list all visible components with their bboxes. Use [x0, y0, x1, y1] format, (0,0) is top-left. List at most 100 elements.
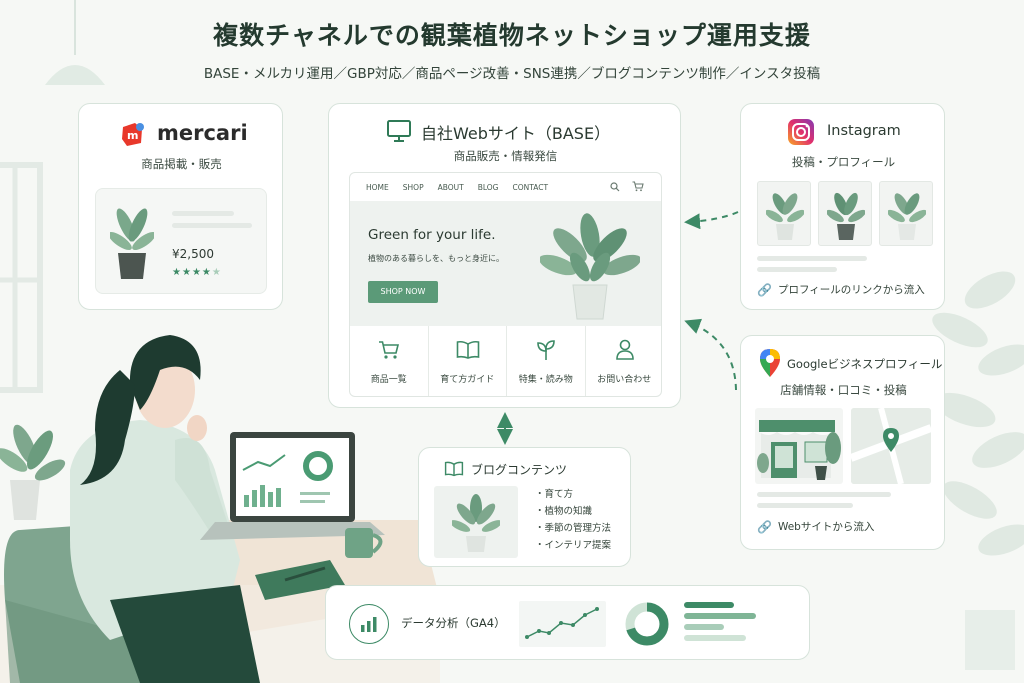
blog-title: ブログコンテンツ: [471, 463, 568, 477]
instagram-link-text: プロフィールのリンクから流入: [777, 284, 925, 296]
feature-contact[interactable]: お問い合わせ: [586, 326, 662, 396]
instagram-title: Instagram: [827, 123, 901, 139]
blog-topic-item[interactable]: ・育て方: [535, 489, 574, 500]
blog-topic-item[interactable]: ・インテリア提案: [535, 540, 612, 551]
analytics-icon-badge: [349, 604, 389, 644]
site-navbar: HOME SHOP ABOUT BLOG CONTACT: [350, 173, 661, 201]
gbp-title: Googleビジネスプロフィール: [787, 357, 943, 371]
feature-products[interactable]: 商品一覧: [350, 326, 429, 396]
instagram-post[interactable]: [818, 181, 872, 246]
website-mockup: HOME SHOP ABOUT BLOG CONTACT Green for y…: [349, 172, 662, 397]
caption-line: [757, 267, 837, 272]
caption-line: [757, 492, 891, 497]
hero-heading: Green for your life.: [368, 227, 496, 243]
storefront-icon: [757, 420, 841, 480]
gbp-link-row: 🔗 Webサイトから流入: [757, 519, 874, 534]
page-subtitle: BASE・メルカリ運用／GBP対応／商品ページ改善・SNS連携／ブログコンテンツ…: [203, 66, 821, 82]
line-chart-icon: [525, 607, 599, 639]
star-icon: ★: [201, 267, 212, 278]
feature-label: 特集・読み物: [518, 375, 573, 385]
feature-articles[interactable]: 特集・読み物: [507, 326, 586, 396]
listing-line: [172, 223, 252, 228]
gbp-link-text: Webサイトから流入: [777, 521, 875, 533]
google-maps-pin-icon: [760, 349, 780, 377]
instagram-post-grid: [757, 181, 933, 246]
storefront-photo: [755, 408, 843, 484]
mercari-price: ¥2,500: [172, 247, 214, 261]
person-illustration: [70, 335, 260, 683]
rating-stars: ★★★★★: [172, 267, 222, 278]
base-site-title: 自社Webサイト（BASE）: [421, 124, 611, 143]
left-plant-illustration: [0, 424, 66, 520]
star-icon: ★: [181, 267, 192, 278]
book-icon: [456, 340, 479, 359]
sprout-icon: [537, 340, 555, 360]
plant-photo-icon: [110, 208, 154, 279]
plant-photo-icon: [827, 192, 865, 240]
feature-label: お問い合わせ: [597, 375, 652, 385]
blog-topic-item[interactable]: ・植物の知識: [535, 506, 593, 517]
mug-illustration: [345, 528, 383, 558]
line-chart-thumbnail: [519, 601, 606, 647]
blog-topic-list: ・育て方 ・植物の知識 ・季節の管理方法 ・インテリア提案: [535, 486, 611, 554]
instagram-post[interactable]: [757, 181, 811, 246]
mercari-logo-text: mercari: [157, 121, 248, 145]
listing-line: [172, 211, 234, 216]
link-icon: 🔗: [757, 519, 772, 534]
analytics-title: データ分析（GA4）: [401, 616, 506, 630]
feature-label: 商品一覧: [370, 375, 407, 385]
blog-topic-item[interactable]: ・季節の管理方法: [535, 523, 612, 534]
mercari-caption: 商品掲載・販売: [141, 157, 222, 171]
blog-card: ブログコンテンツ ・育て方 ・植物の知識 ・季節の管理方法 ・インテリア提案: [418, 447, 631, 567]
nav-shop[interactable]: SHOP: [402, 183, 424, 192]
star-icon: ★: [191, 267, 202, 278]
feature-guide[interactable]: 育て方ガイド: [429, 326, 507, 396]
nav-home[interactable]: HOME: [366, 183, 389, 192]
base-site-caption: 商品販売・情報発信: [453, 149, 558, 163]
plant-photo-icon: [888, 193, 926, 240]
nav-blog[interactable]: BLOG: [477, 183, 499, 192]
page-title: 複数チャネルでの観葉植物ネットショップ運用支援: [213, 21, 811, 50]
feature-row: 商品一覧 育て方ガイド 特集・読み物: [350, 326, 662, 396]
lamp-shade: [45, 65, 105, 85]
book-icon: [444, 461, 464, 477]
caption-line: [757, 503, 853, 508]
star-icon: ★: [211, 267, 222, 278]
map-thumbnail[interactable]: [851, 408, 931, 484]
svg-text:m: m: [127, 129, 138, 142]
nav-about[interactable]: ABOUT: [437, 183, 464, 192]
blog-thumbnail: [434, 486, 518, 558]
instagram-card: Instagram 投稿・プロフィール: [740, 103, 945, 310]
caption-line: [757, 256, 867, 261]
bar-chart-icon: [361, 617, 377, 632]
hero-plant-image: [540, 213, 640, 320]
notebook-illustration: [255, 560, 345, 600]
feature-label: 育て方ガイド: [440, 375, 495, 385]
cart-icon[interactable]: [632, 181, 644, 192]
map-icon: [851, 408, 931, 484]
instagram-caption: 投稿・プロフィール: [791, 155, 896, 169]
bar-item: [684, 602, 734, 608]
bar-item: [684, 635, 746, 641]
gbp-caption: 店舗情報・口コミ・投稿: [780, 383, 907, 397]
bar-list-thumbnail: [684, 602, 794, 646]
mercari-listing[interactable]: ¥2,500 ★★★★★: [95, 188, 267, 294]
search-icon[interactable]: [610, 182, 620, 192]
hero-section: Green for your life. 植物のある暮らしを、もっと身近に。 S…: [350, 201, 661, 326]
monitor-icon: [387, 120, 411, 142]
base-site-card: 自社Webサイト（BASE） 商品販売・情報発信 HOME SHOP ABOUT…: [328, 103, 681, 408]
plant-photo-icon: [452, 494, 500, 552]
star-icon: ★: [172, 267, 182, 278]
mercari-logo-icon: m: [119, 121, 145, 151]
link-icon: 🔗: [757, 282, 772, 297]
nav-contact[interactable]: CONTACT: [512, 183, 549, 192]
analytics-card: データ分析（GA4）: [325, 585, 810, 660]
mercari-card: m mercari 商品掲載・販売 ¥2,500 ★★★★★: [78, 103, 283, 310]
instagram-post[interactable]: [879, 181, 933, 246]
donut-chart-icon: [625, 602, 669, 646]
laptop-illustration: [200, 432, 385, 540]
bar-item: [684, 624, 724, 630]
shop-now-button[interactable]: SHOP NOW: [368, 281, 438, 303]
bar-item: [684, 613, 756, 619]
